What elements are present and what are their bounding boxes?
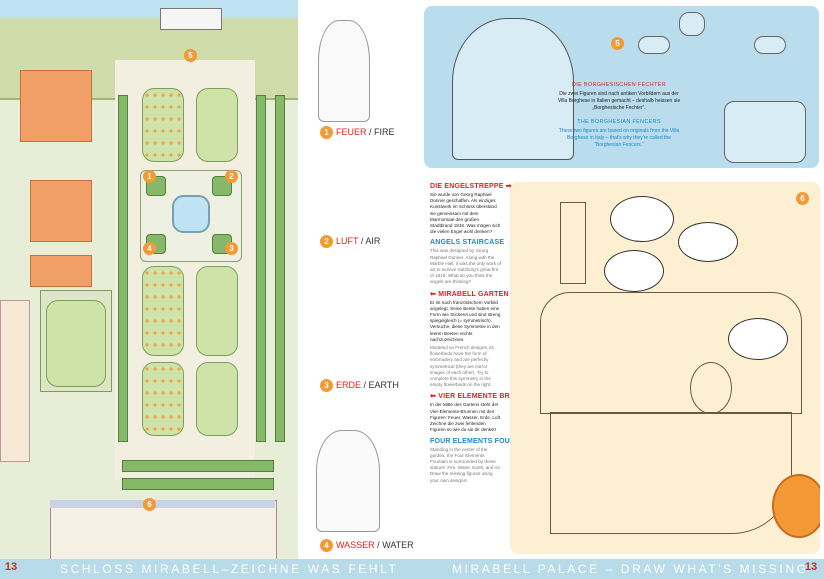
element-de: LUFT	[336, 236, 359, 246]
section-body-en: This was designed by Georg Raphael Donne…	[430, 248, 501, 285]
hedge-row	[256, 95, 266, 442]
section-title-de: ⬅ VIER ELEMENTE BRUNNEN	[430, 393, 536, 401]
arrow-left-icon: ⬅	[430, 393, 437, 401]
section-body-de: Sie wurde von Georg Raphael Donner gesch…	[430, 192, 501, 235]
fencers-title-en: THE BORGHESIAN FENCERS	[577, 119, 661, 125]
hedge-row	[122, 478, 274, 490]
fortress-drawing	[160, 8, 222, 30]
flower-bed-low-right-empty	[196, 362, 238, 436]
element-en: FIRE	[374, 127, 395, 137]
label-separator: /	[361, 380, 369, 390]
flower-bed-top-left	[142, 88, 184, 162]
thought-bubble-empty[interactable]	[728, 318, 788, 360]
fencer-statue-drawing	[452, 18, 574, 160]
flower-bed-top-right-empty	[196, 88, 238, 162]
element-number: 2	[320, 235, 333, 248]
left-page-number: 13	[4, 561, 18, 573]
building-wall	[0, 300, 30, 462]
element-en: EARTH	[368, 380, 399, 390]
octagon-fountain	[172, 195, 210, 233]
hedge-row	[118, 95, 128, 442]
building-roof	[20, 70, 92, 142]
fencers-body-de: Die zwei Figuren sind nach antiken Vorbi…	[557, 91, 681, 111]
page-footer-band	[0, 559, 824, 579]
hedge-row	[275, 95, 285, 442]
fencers-marker: 5	[611, 37, 624, 50]
label-separator: /	[366, 127, 375, 137]
lantern-post-drawing	[560, 202, 586, 284]
building-roof	[30, 180, 92, 242]
map-marker-5: 5	[184, 49, 197, 62]
map-marker-3: 3	[225, 242, 238, 255]
section-title-en: ANGELS STAIRCASE	[430, 239, 505, 247]
thought-bubble-empty[interactable]	[604, 250, 664, 292]
section-four-elements: ⬅ VIER ELEMENTE BRUNNEN In der Mitte des…	[430, 392, 536, 483]
fencers-body-en: These two figures are based on originals…	[558, 128, 680, 148]
left-footer-title: SCHLOSS MIRABELL–ZEICHNE WAS FEHLT	[60, 562, 399, 576]
sunken-garden-bed	[46, 300, 106, 387]
label-separator: /	[374, 540, 383, 550]
arrow-right-icon: ➡	[505, 183, 512, 190]
arrow-left-icon: ⬅	[430, 290, 437, 298]
fencer-head-sketch	[679, 12, 705, 36]
element-de: FEUER	[336, 127, 367, 137]
hedge-row	[122, 460, 274, 472]
info-text-column: DIE ENGELSTREPPE ➡ Sie wurde von Georg R…	[430, 182, 536, 484]
map-marker-2: 2	[225, 170, 238, 183]
fencer-fist-sketch	[754, 36, 786, 54]
element-label-earth: ERDE / EARTH	[336, 380, 399, 390]
map-marker-1: 1	[143, 170, 156, 183]
section-body-en: Standing in the center of the garden, th…	[430, 446, 502, 483]
map-marker-6: 6	[143, 498, 156, 511]
right-page-number: 13	[804, 561, 818, 573]
angel-figure-drawing	[690, 362, 732, 414]
fencer-feet-sketch	[724, 101, 806, 163]
section-title-en: FOUR ELEMENTS FOUNTAIN	[430, 437, 532, 445]
angels-staircase-drawing-area: 6	[510, 182, 820, 554]
fencers-title-de: DIE BORGHESISCHEN FECHTER	[572, 82, 666, 88]
element-label-air: LUFT / AIR	[336, 236, 380, 246]
palace-roof	[50, 500, 275, 508]
map-marker-4: 4	[143, 242, 156, 255]
staircase-steps-drawing	[550, 412, 792, 534]
fencer-fist-sketch	[638, 36, 670, 54]
statue-fire-drawing	[318, 20, 370, 122]
staircase-balustrade-drawing	[540, 292, 802, 414]
element-en: WATER	[382, 540, 414, 550]
palace-building	[50, 500, 277, 559]
section-body-de: Er ist nach französischem Vorbild angele…	[430, 299, 501, 342]
right-footer-title: MIRABELL PALACE – DRAW WHAT'S MISSING	[452, 562, 809, 576]
section-angels-staircase: DIE ENGELSTREPPE ➡ Sie wurde von Georg R…	[430, 182, 512, 286]
section-body-en: Modeled on French designs, its flowerbed…	[430, 345, 494, 388]
element-number: 1	[320, 126, 333, 139]
element-de: WASSER	[336, 540, 375, 550]
section-body-de: In der Mitte des Gartens steht der Vier-…	[430, 402, 502, 433]
section-title-de: DIE ENGELSTREPPE ➡	[430, 183, 512, 190]
magnifier-mascot-icon	[772, 474, 820, 538]
flower-bed-mid-left	[142, 266, 184, 356]
garden-map-illustration: 5 1 2 4 3 6	[0, 0, 298, 559]
flower-bed-low-left	[142, 362, 184, 436]
thought-bubble-empty[interactable]	[678, 222, 738, 262]
borghesian-fencers-box: 5 DIE BORGHESISCHEN FECHTER Die zwei Fig…	[424, 6, 819, 168]
element-label-water: WASSER / WATER	[336, 540, 414, 550]
section-title-de: ⬅ MIRABELL GARTEN	[430, 290, 509, 298]
section-mirabell-garden: ⬅ MIRABELL GARTEN Er ist nach französisc…	[430, 290, 509, 389]
label-separator: /	[358, 236, 366, 246]
four-elements-column: 1 FEUER / FIRE 2 LUFT / AIR 3 ERDE / EAR…	[298, 0, 414, 559]
building-roof	[30, 255, 92, 287]
element-number: 4	[320, 539, 333, 552]
flower-bed-mid-right-empty	[196, 266, 238, 356]
element-label-fire: FEUER / FIRE	[336, 127, 395, 137]
thought-bubble-empty[interactable]	[610, 196, 674, 242]
element-de: ERDE	[336, 380, 362, 390]
element-number: 3	[320, 379, 333, 392]
element-en: AIR	[365, 236, 381, 246]
statue-water-drawing	[316, 430, 380, 532]
drawing-marker: 6	[796, 192, 809, 205]
